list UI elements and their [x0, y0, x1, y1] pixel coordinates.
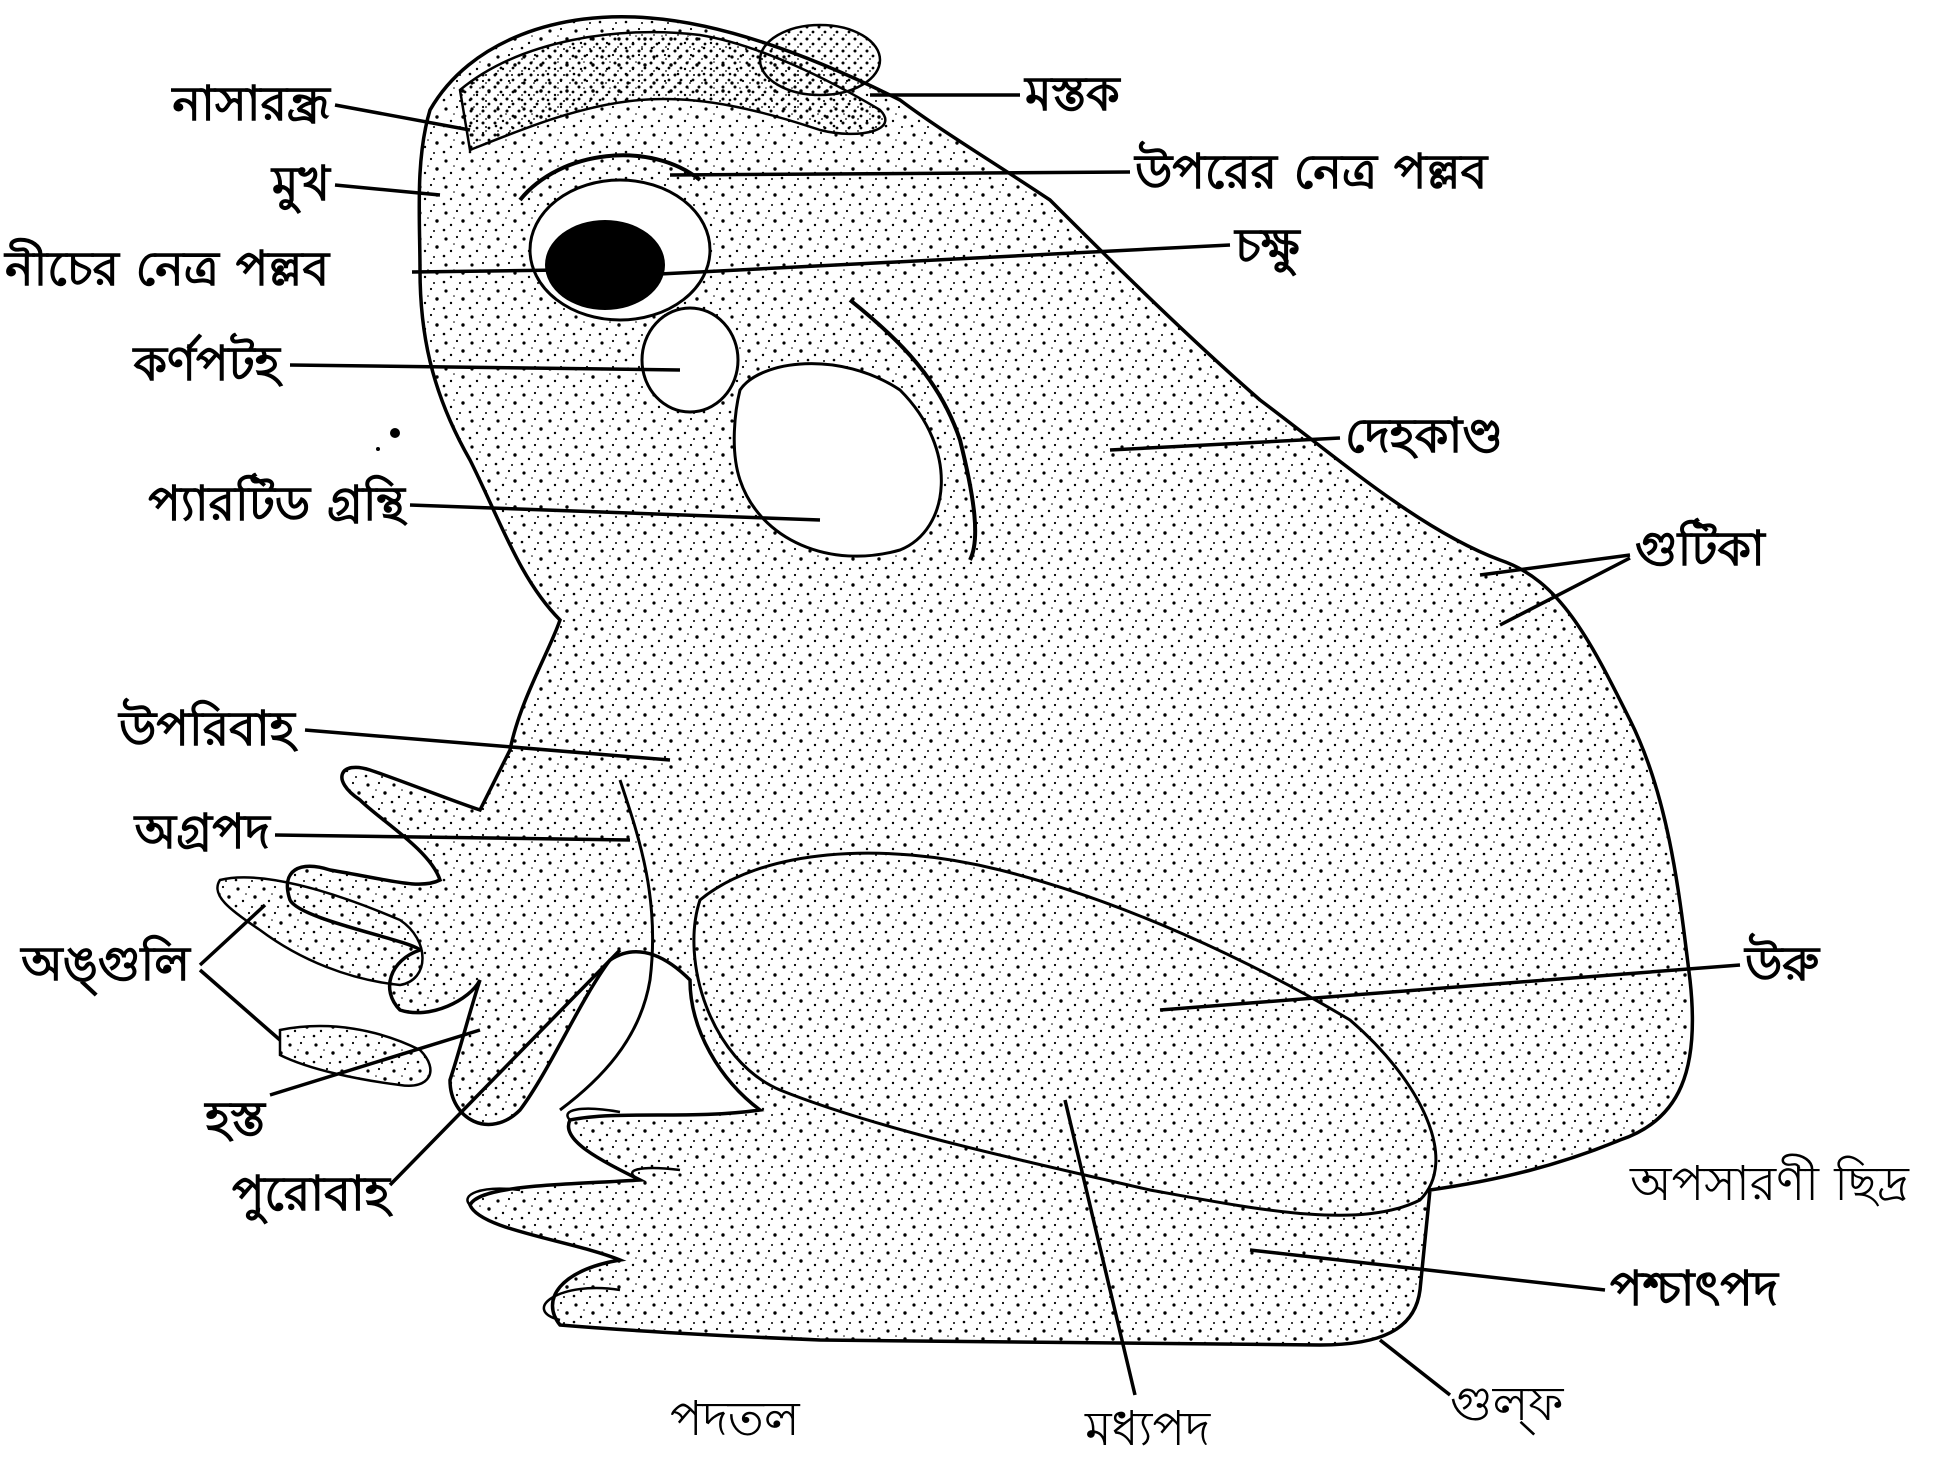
label-midfoot: মধ্যপদ	[1085, 1405, 1210, 1453]
leader-fingers-2	[200, 970, 280, 1040]
label-fingers: অঙ্গুলি	[0, 940, 190, 988]
toad-body	[287, 17, 1692, 1345]
label-trunk: দেহকাণ্ড	[1345, 412, 1503, 460]
label-cloacal-aperture: অপসারণী ছিদ্র	[1630, 1160, 1909, 1208]
label-parotid-gland: প্যারটিড গ্রন্থি	[20, 480, 405, 528]
label-thigh: উরু	[1745, 940, 1819, 988]
label-sole: পদতল	[670, 1395, 800, 1443]
eye-pupil	[545, 220, 665, 310]
leader-fingers-1	[200, 905, 265, 965]
label-nostril: নাসারন্ধ্র	[100, 80, 330, 128]
label-upper-arm: উপরিবাহ	[40, 705, 295, 753]
label-ankle: গুল্‌ফ	[1450, 1380, 1563, 1428]
label-hindfoot: পশ্চাৎপদ	[1610, 1265, 1778, 1313]
label-forearm: পুরোবাহ	[150, 1170, 390, 1218]
label-warts: গুটিকা	[1635, 525, 1765, 573]
label-head: মস্তক	[1025, 70, 1120, 118]
label-lower-eyelid: নীচের নেত্র পল্লব	[5, 245, 329, 293]
label-forefoot: অগ্রপদ	[40, 808, 270, 856]
label-hand: হস্ত	[100, 1095, 265, 1143]
label-upper-eyelid: উপরের নেত্র পল্লব	[1135, 148, 1487, 196]
leader-lower-eyelid	[412, 270, 560, 272]
label-mouth: মুখ	[150, 160, 330, 208]
head-bump	[760, 25, 880, 95]
tympanum-shape	[642, 308, 738, 412]
label-tympanum: কর্ণপটহ	[40, 340, 280, 388]
leader-ankle	[1380, 1340, 1450, 1395]
label-eye: চক্ষু	[1235, 222, 1300, 270]
